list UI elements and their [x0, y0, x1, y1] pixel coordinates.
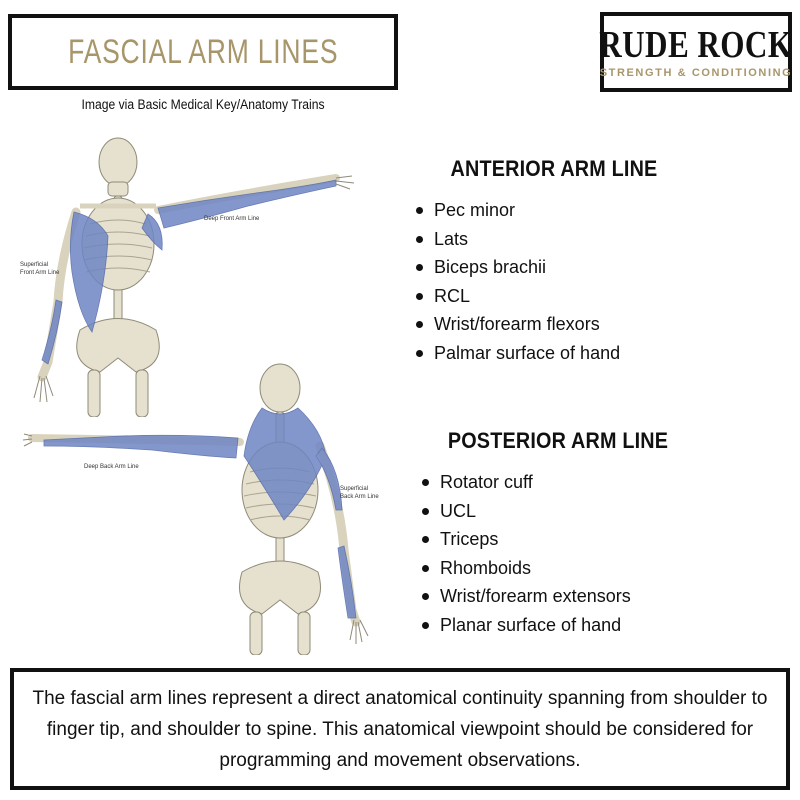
list-item: Biceps brachii — [414, 253, 784, 282]
list-item: Palmar surface of hand — [414, 339, 784, 368]
summary-text: The fascial arm lines represent a direct… — [32, 687, 768, 771]
superficial-front-label-1: Superficial — [20, 262, 49, 268]
logo-tagline: STRENGTH & CONDITIONING — [599, 66, 793, 79]
front-skeleton-svg — [33, 137, 355, 418]
brand-logo: RUDE ROCK STRENGTH & CONDITIONING — [599, 12, 793, 92]
summary-box: The fascial arm lines represent a direct… — [10, 668, 790, 790]
list-item: Triceps — [420, 525, 790, 554]
page-title: FASCIAL ARM LINES — [67, 32, 339, 71]
superficial-front-label-2: Front Arm Line — [20, 270, 60, 276]
front-arm-line-illustration: Deep Front Arm Line Superficial Front Ar… — [18, 132, 358, 418]
back-skeleton-svg — [22, 363, 369, 656]
list-item: UCL — [420, 497, 790, 526]
superficial-back-label-2: Back Arm Line — [340, 494, 379, 500]
list-item: Pec minor — [414, 196, 784, 225]
deep-front-arm-line-label: Deep Front Arm Line — [204, 216, 260, 222]
title-box: FASCIAL ARM LINES — [8, 14, 398, 90]
list-item: Wrist/forearm extensors — [420, 582, 790, 611]
logo-name: RUDE ROCK — [599, 23, 793, 66]
anterior-list: Pec minor Lats Biceps brachii RCL Wrist/… — [414, 196, 784, 367]
list-item: Planar surface of hand — [420, 611, 790, 640]
list-item: Rotator cuff — [420, 468, 790, 497]
posterior-list: Rotator cuff UCL Triceps Rhomboids Wrist… — [420, 468, 790, 639]
back-arm-line-illustration: Deep Back Arm Line Superficial Back Arm … — [22, 360, 382, 656]
superficial-back-label-1: Superficial — [340, 486, 369, 492]
list-item: Wrist/forearm flexors — [414, 310, 784, 339]
posterior-arm-line-section: POSTERIOR ARM LINE Rotator cuff UCL Tric… — [420, 428, 790, 639]
anterior-arm-line-section: ANTERIOR ARM LINE Pec minor Lats Biceps … — [414, 156, 784, 367]
list-item: Rhomboids — [420, 554, 790, 583]
posterior-heading: POSTERIOR ARM LINE — [447, 428, 669, 453]
image-credit: Image via Basic Medical Key/Anatomy Trai… — [81, 97, 325, 112]
anterior-heading: ANTERIOR ARM LINE — [450, 156, 658, 181]
deep-back-arm-line-label: Deep Back Arm Line — [84, 464, 139, 470]
list-item: RCL — [414, 282, 784, 311]
list-item: Lats — [414, 225, 784, 254]
